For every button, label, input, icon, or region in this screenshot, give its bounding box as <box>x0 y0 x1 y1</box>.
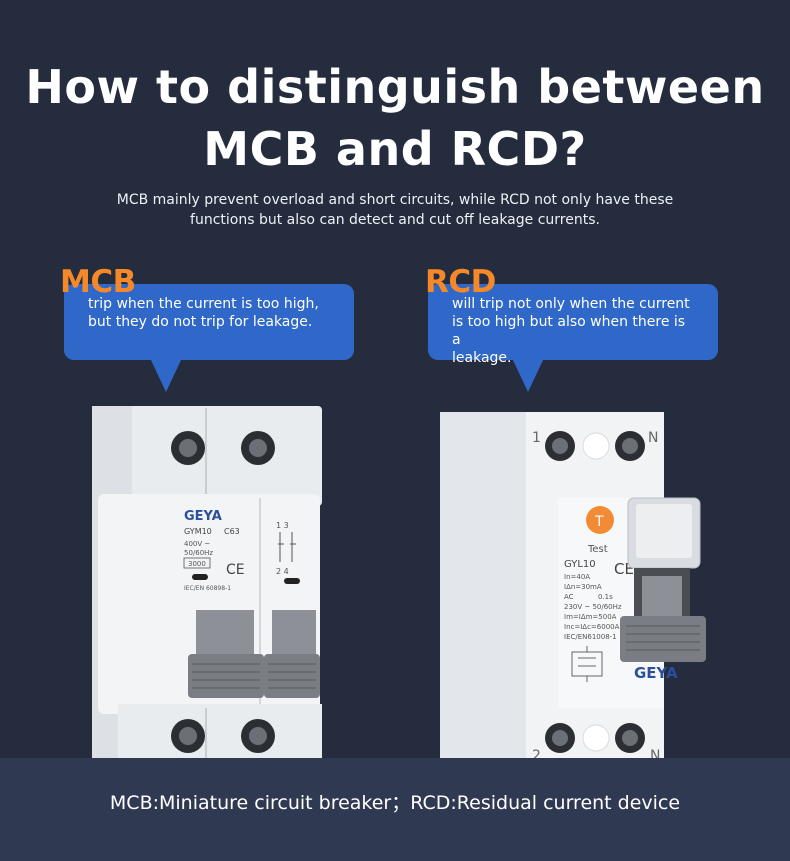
rcd-definition: RCD:Residual current device <box>410 792 681 814</box>
rcd-test-button-letter: T <box>594 514 604 530</box>
rcd-test-label: Test <box>587 544 608 555</box>
mcb-terminal-top-label: 1 3 <box>276 521 289 530</box>
rcd-standard: IEC/EN61008-1 <box>564 633 617 641</box>
mcb-model: GYM10 <box>184 527 212 536</box>
mcb-definition: MCB:Miniature circuit breaker； <box>109 792 411 814</box>
rcd-side-body <box>440 412 526 774</box>
rcd-test-button[interactable] <box>586 506 614 534</box>
mcb-voltage: 400V ~ <box>184 540 210 548</box>
mcb-rating: C63 <box>224 527 240 536</box>
title-line-2: MCB and RCD? <box>203 122 587 176</box>
rcd-label: RCD <box>425 264 496 300</box>
rcd-bubble-tail <box>512 358 544 392</box>
rcd-model: GYL10 <box>564 559 596 570</box>
title-line-1: How to distinguish between <box>25 60 765 114</box>
mcb-handle-left[interactable] <box>188 654 264 698</box>
rcd-terminal-n-bottom-label: N <box>650 748 660 764</box>
subtitle-line-2: functions but also can detect and cut of… <box>190 212 600 228</box>
mcb-bubble-tail <box>150 358 182 392</box>
mcb-label: MCB <box>60 264 136 300</box>
mcb-frequency: 50/60Hz <box>184 549 213 557</box>
subtitle-line-1: MCB mainly prevent overload and short ci… <box>116 192 674 208</box>
mcb-description-bubble: trip when the current is too high, but t… <box>64 284 354 360</box>
rcd-description-line-1: will trip not only when the current <box>452 296 690 312</box>
rcd-device-illustration: 1 N T Test GYL10 CE In=40A IΔn=30mA AC 0… <box>440 412 706 774</box>
mcb-handle-right[interactable] <box>264 654 320 698</box>
definitions-footer: MCB:Miniature circuit breaker；RCD:Residu… <box>0 758 790 861</box>
rcd-voltage: 230V ~ 50/60Hz <box>564 603 622 611</box>
rcd-description-line-2: is too high but also when there is a <box>452 314 686 348</box>
rcd-trip-time: 0.1s <box>598 593 613 601</box>
page-title: How to distinguish between MCB and RCD? <box>0 56 790 180</box>
mcb-device-illustration: GEYA GYM10 C63 400V ~ 50/60Hz 3000 CE IE… <box>92 406 322 776</box>
mcb-lever-right[interactable] <box>272 610 316 654</box>
mcb-indicator-slot <box>192 574 208 580</box>
page-subtitle: MCB mainly prevent overload and short ci… <box>60 190 730 230</box>
mcb-terminal-bottom-label: 2 4 <box>276 567 289 576</box>
rcd-type: AC <box>564 593 574 601</box>
mcb-brand-logo: GEYA <box>184 509 222 524</box>
mcb-capacity: 3000 <box>188 560 206 568</box>
rcd-residual-current: IΔn=30mA <box>564 583 602 591</box>
mcb-ce-mark: CE <box>226 562 245 578</box>
rcd-brand-logo: GEYA <box>634 664 678 682</box>
rcd-handle[interactable] <box>620 616 706 662</box>
mcb-standard: IEC/EN 60898-1 <box>184 585 231 592</box>
rcd-terminal-1-label: 1 <box>532 430 541 446</box>
rcd-description-line-3: leakage. <box>452 350 512 366</box>
rcd-terminal-2-label: 2 <box>532 748 541 764</box>
mcb-description-line-1: trip when the current is too high, <box>88 296 319 312</box>
rcd-terminal-n-top-label: N <box>648 430 658 446</box>
mcb-description-line-2: but they do not trip for leakage. <box>88 314 313 330</box>
rcd-description-bubble: will trip not only when the current is t… <box>428 284 718 366</box>
rcd-wiring-diagram-icon <box>571 646 603 682</box>
rcd-short-circuit-capacity: Inc=IΔc=6000A <box>564 623 620 631</box>
mcb-wiring-diagram-icon <box>278 532 296 562</box>
mcb-lever-left[interactable] <box>196 610 254 654</box>
rcd-rated-current: In=40A <box>564 573 590 581</box>
rcd-making-capacity: Im=IΔm=500A <box>564 613 617 621</box>
rcd-lever[interactable] <box>642 576 682 620</box>
